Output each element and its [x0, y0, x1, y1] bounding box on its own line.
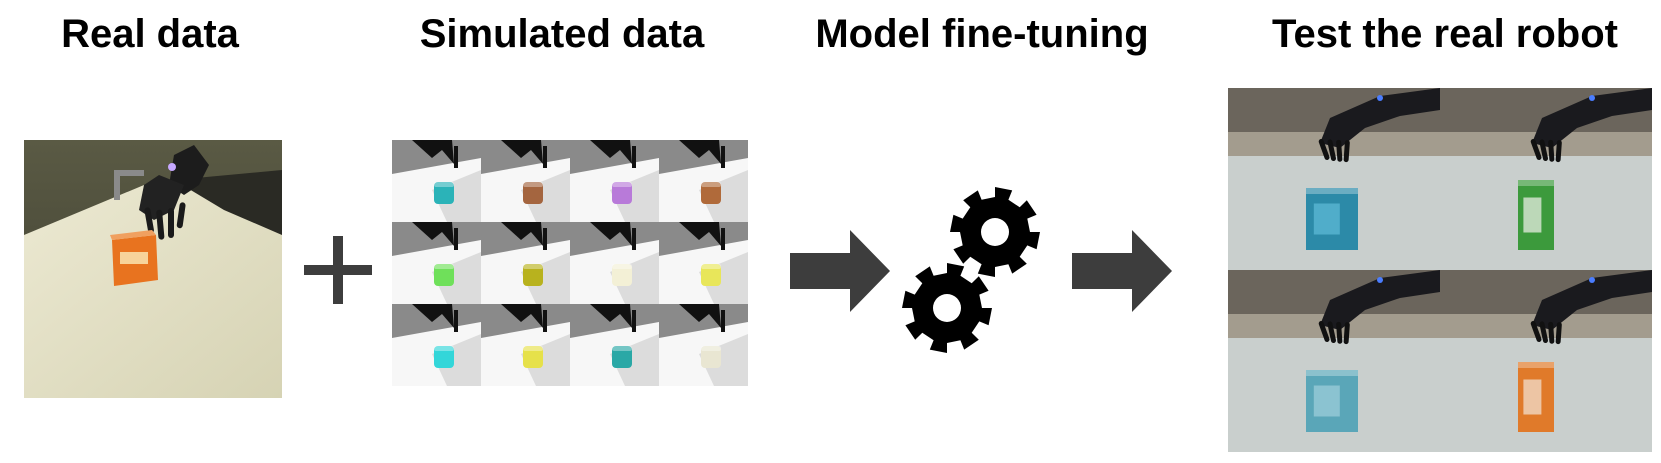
- sim-tile: [659, 140, 748, 222]
- sim-object: [701, 182, 721, 204]
- sim-object: [612, 346, 632, 368]
- sim-tile: [481, 304, 570, 386]
- sim-object: [701, 264, 721, 286]
- plus-icon: [302, 234, 374, 306]
- gear-icon: [900, 185, 1050, 355]
- test-photo: [1228, 88, 1440, 270]
- sim-object: [523, 346, 543, 368]
- sim-tile: [392, 222, 481, 304]
- sim-object: [612, 264, 632, 286]
- sim-object: [701, 346, 721, 368]
- gear-icon: [950, 187, 1040, 277]
- title-simulated-data: Simulated data: [419, 12, 705, 56]
- simulated-data-grid: [392, 140, 748, 386]
- sim-tile: [570, 304, 659, 386]
- sim-tile: [392, 304, 481, 386]
- sim-tile: [570, 140, 659, 222]
- title-model-fine-tuning: Model fine-tuning: [815, 12, 1149, 56]
- title-real-data: Real data: [61, 12, 239, 56]
- test-photo: [1440, 270, 1652, 452]
- sim-tile: [481, 140, 570, 222]
- sim-object: [434, 346, 454, 368]
- sim-object: [523, 264, 543, 286]
- gear-icon: [902, 263, 992, 353]
- sim-tile: [659, 222, 748, 304]
- sim-object: [434, 182, 454, 204]
- sim-tile: [570, 222, 659, 304]
- real-robot-test-photos: [1228, 88, 1652, 452]
- sim-tile: [481, 222, 570, 304]
- test-photo: [1440, 88, 1652, 270]
- sim-object: [434, 264, 454, 286]
- arrow-right-icon: [790, 230, 890, 312]
- sim-tile: [392, 140, 481, 222]
- sim-object: [612, 182, 632, 204]
- sim-tile: [659, 304, 748, 386]
- real-data-photo: [24, 140, 282, 398]
- test-photo: [1228, 270, 1440, 452]
- sim-object: [523, 182, 543, 204]
- arrow-right-icon: [1072, 230, 1172, 312]
- title-test-real-robot: Test the real robot: [1272, 12, 1618, 56]
